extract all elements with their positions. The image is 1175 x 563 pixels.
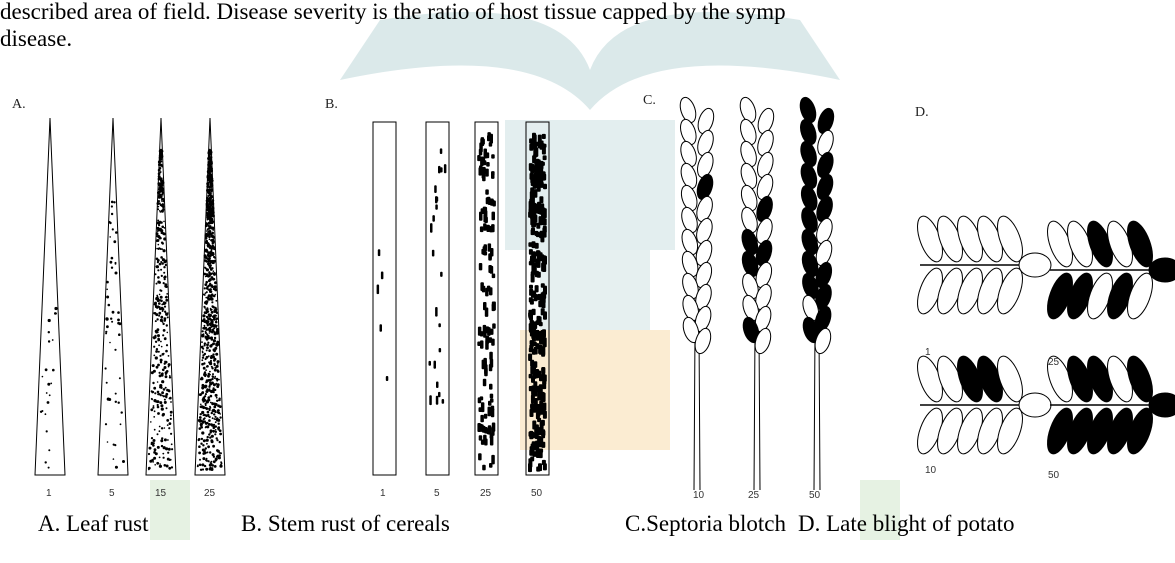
scale-d-25: 25	[1048, 357, 1059, 368]
caption-a: A. Leaf rust	[38, 510, 149, 538]
caption-c: C.Septoria blotch	[625, 510, 786, 538]
caption-b: B. Stem rust of cereals	[241, 510, 450, 538]
scale-d-1: 1	[925, 347, 931, 358]
caption-d: D. Late blight of potato	[798, 510, 1015, 538]
scale-d-50: 50	[1048, 470, 1059, 481]
scale-d-10: 10	[925, 465, 936, 476]
